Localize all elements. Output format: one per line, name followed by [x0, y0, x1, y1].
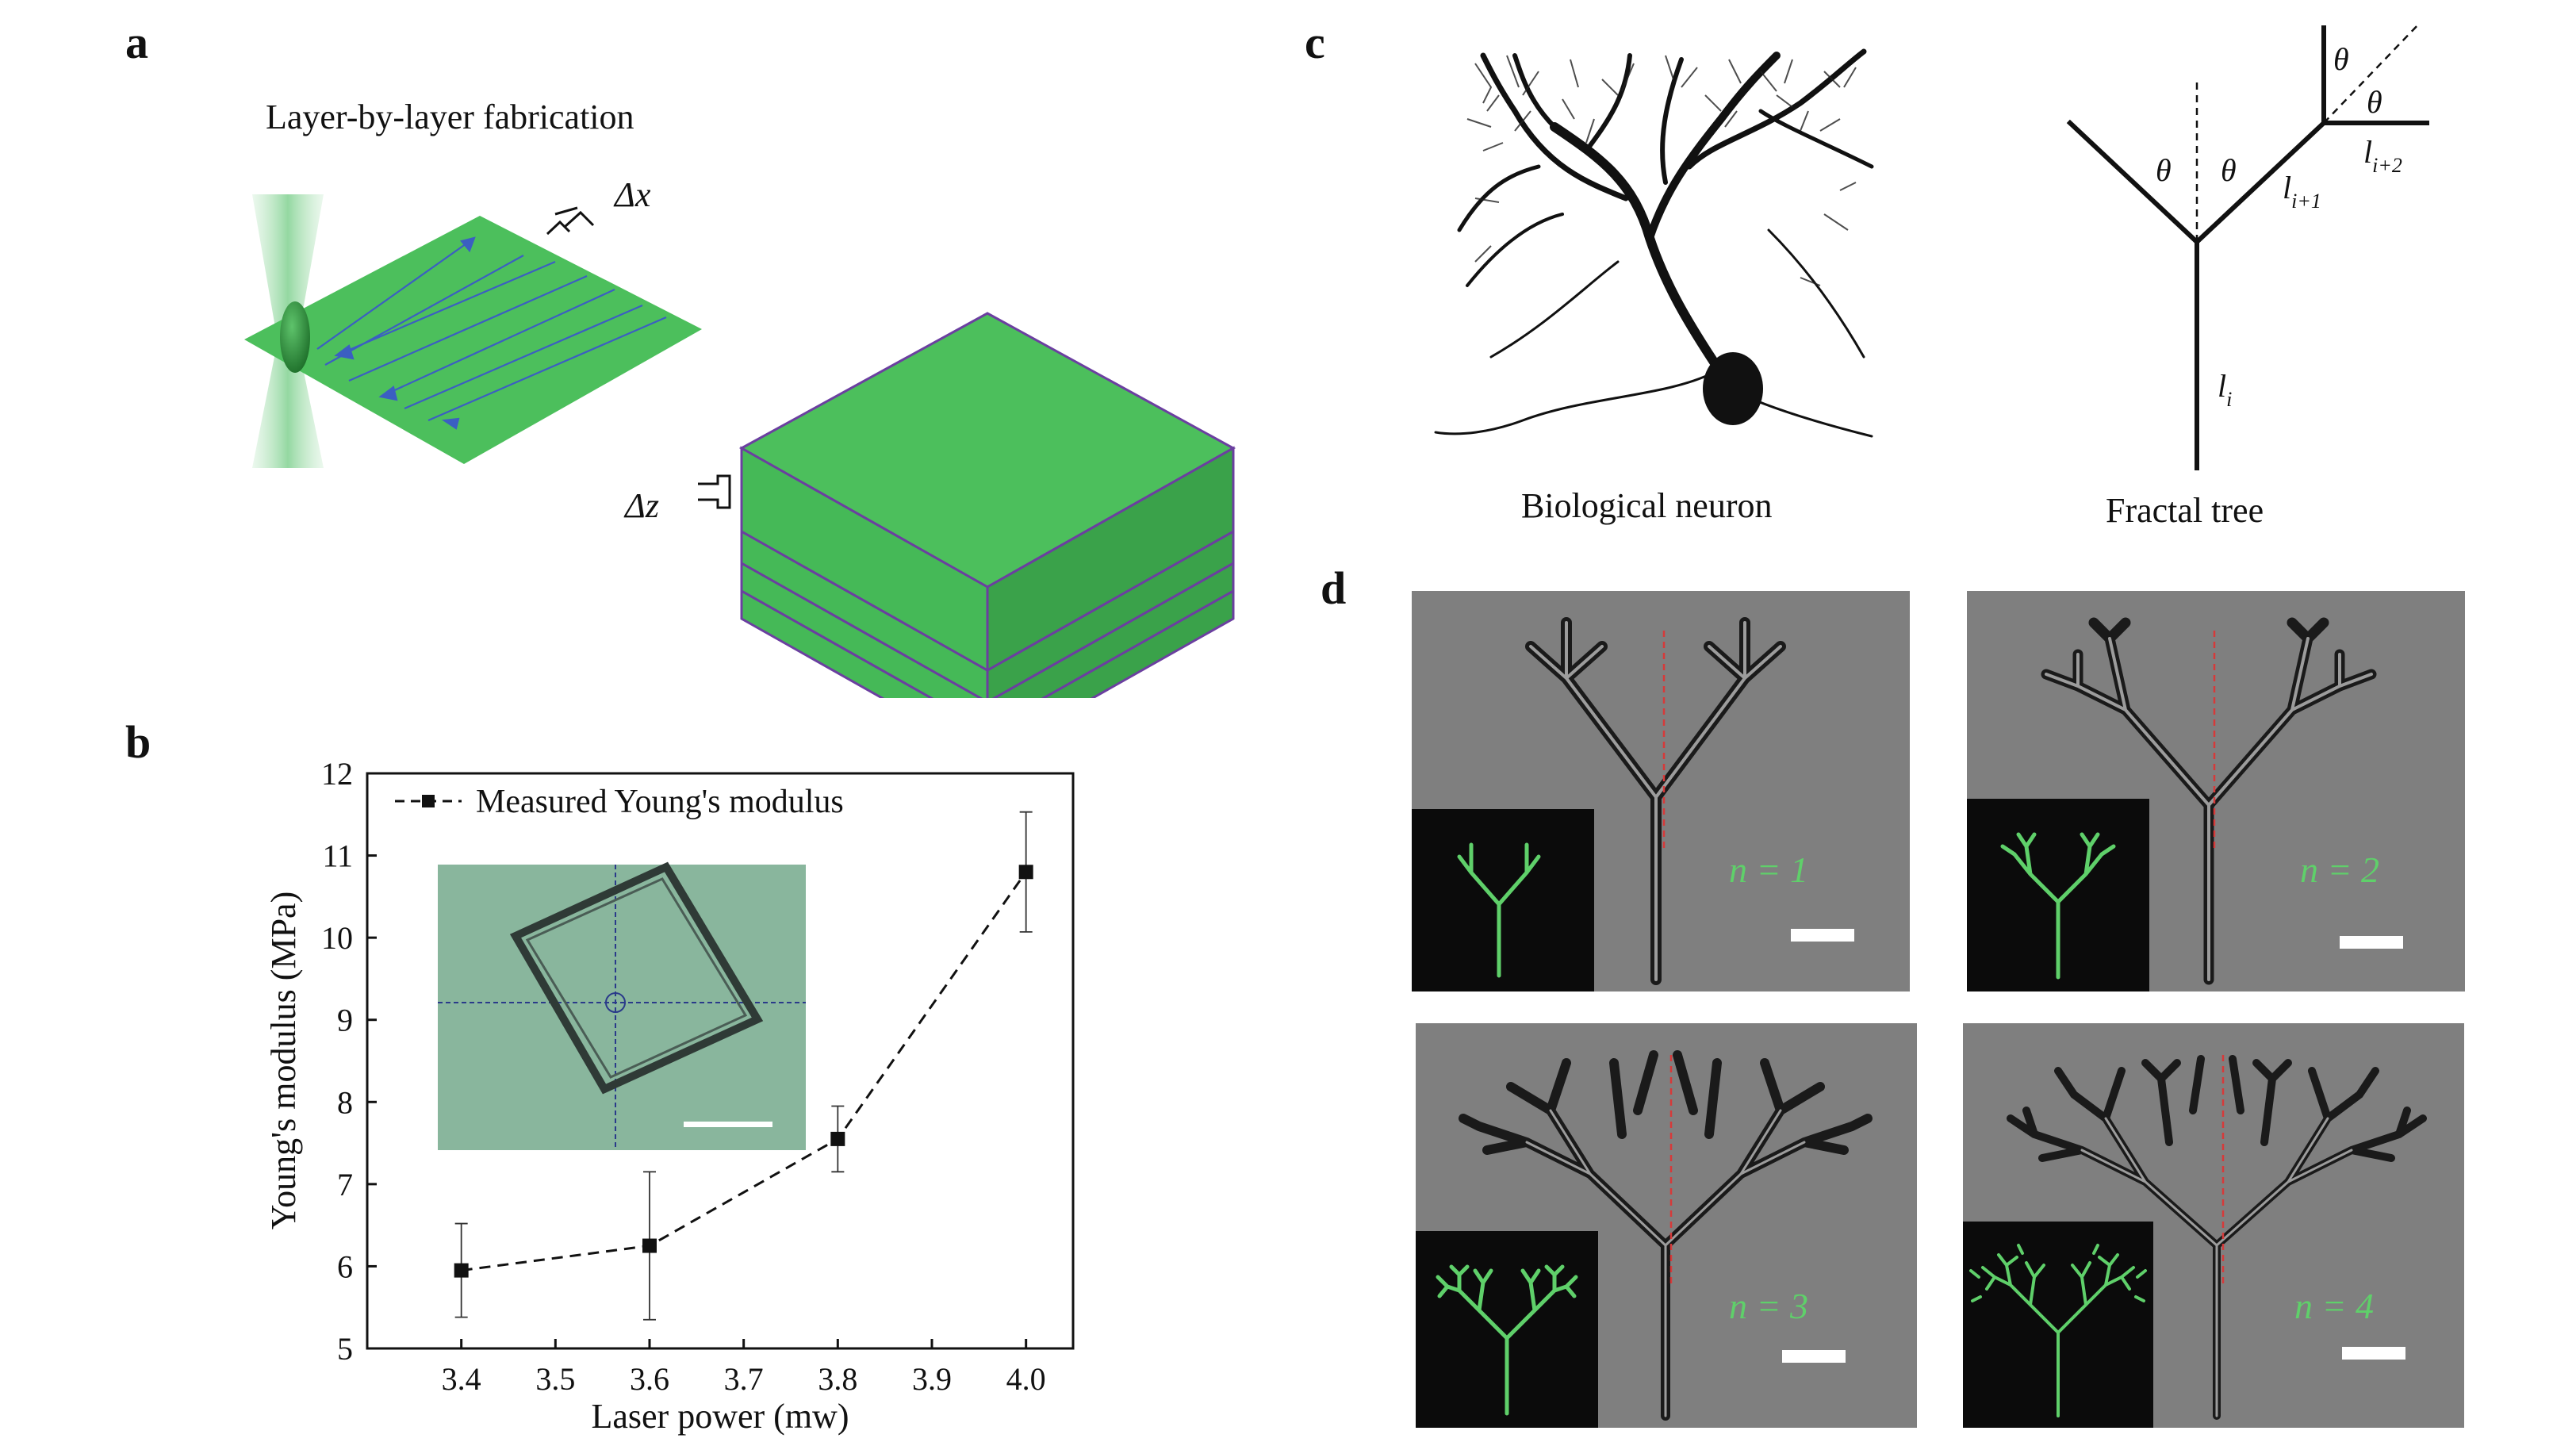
- inset-tree-n4: [1963, 1222, 2153, 1428]
- chart-legend: Measured Young's modulus: [395, 784, 844, 820]
- y-tick-label-3: 8: [337, 1084, 353, 1120]
- delta-z-label: Δz: [625, 486, 659, 525]
- x-tick-label-0: 3.4: [442, 1361, 481, 1397]
- inset-micrograph: [438, 861, 806, 1150]
- delta-x-label: Δx: [615, 175, 651, 214]
- inset-tree-n3: [1416, 1231, 1598, 1428]
- micrograph-n2: n = 2: [1967, 591, 2465, 991]
- micrograph-n1: n = 1: [1412, 591, 1910, 991]
- fractal-tree-caption: Fractal tree: [2106, 491, 2264, 530]
- y-tick-label-1: 6: [337, 1248, 353, 1284]
- legend-label: Measured Young's modulus: [476, 784, 844, 820]
- label-l-i2: li+2: [2363, 134, 2402, 177]
- label-l-i1: li+1: [2283, 170, 2321, 213]
- data-point-2: [830, 1131, 845, 1146]
- theta-4: θ: [2367, 84, 2382, 120]
- x-tick-label-3: 3.7: [724, 1361, 764, 1397]
- y-axis-label: Young's modulus (MPa): [264, 892, 303, 1229]
- y-tick-label-0: 5: [337, 1331, 353, 1367]
- fractal-tree-diagram: θ θ θ θ li+1 li+2 li: [2066, 23, 2429, 470]
- y-tick-label-4: 9: [337, 1003, 353, 1038]
- fabrication-title: Layer-by-layer fabrication: [266, 98, 634, 136]
- scale-bar-n1: [1791, 929, 1854, 942]
- scale-bar-n4: [2342, 1347, 2405, 1360]
- x-tick-label-6: 4.0: [1006, 1361, 1046, 1397]
- plot-frame: [366, 772, 1075, 1350]
- x-tick-label-4: 3.8: [818, 1361, 857, 1397]
- x-tick-label-2: 3.6: [630, 1361, 669, 1397]
- data-point-0: [454, 1263, 469, 1278]
- data-point-1: [642, 1238, 657, 1253]
- y-tick-label-5: 10: [321, 920, 353, 956]
- scale-bar-n3: [1782, 1350, 1846, 1363]
- theta-3: θ: [2333, 41, 2349, 77]
- inset-scale-bar: [684, 1122, 772, 1127]
- neuron-caption: Biological neuron: [1521, 486, 1773, 525]
- micrograph-n3: n = 3: [1416, 1023, 1917, 1428]
- y-tick-label-7: 12: [321, 756, 353, 792]
- laser-voxel: [280, 301, 310, 373]
- y-tick-label-2: 7: [337, 1167, 353, 1202]
- series-line-0: [461, 871, 1027, 1272]
- y-tick-label-6: 11: [322, 838, 353, 874]
- n4-label: n = 4: [2294, 1286, 2375, 1326]
- theta-2: θ: [2221, 152, 2237, 188]
- x-axis-label: Laser power (mw): [592, 1397, 849, 1436]
- fabrication-schematic: [244, 194, 1236, 698]
- layer-stack: [738, 312, 1236, 698]
- micrograph-n4: n = 4: [1963, 1023, 2464, 1428]
- n2-label: n = 2: [2300, 850, 2380, 890]
- theta-1: θ: [2156, 152, 2172, 188]
- x-tick-label-5: 3.9: [912, 1361, 952, 1397]
- panel-a-label: a: [125, 17, 148, 68]
- label-l-i: li: [2218, 368, 2232, 411]
- layer-plane: [244, 216, 702, 464]
- inset-tree-n1: [1412, 809, 1594, 991]
- panel-c-label: c: [1305, 17, 1325, 68]
- inset-tree-n2: [1967, 799, 2149, 991]
- biological-neuron-image: [1434, 48, 1874, 438]
- x-tick-label-1: 3.5: [535, 1361, 575, 1397]
- n3-label: n = 3: [1729, 1286, 1809, 1326]
- n1-label: n = 1: [1729, 850, 1809, 890]
- panel-d-label: d: [1321, 562, 1347, 614]
- youngs-modulus-chart: 3.4 3.5 3.6 3.7 3.8 3.9 4.0 5 6 7 8 9 10 11 12 Measure…: [264, 756, 1075, 1436]
- data-point-3: [1018, 865, 1033, 880]
- scale-bar-n2: [2340, 936, 2403, 949]
- panel-b-label: b: [125, 716, 151, 768]
